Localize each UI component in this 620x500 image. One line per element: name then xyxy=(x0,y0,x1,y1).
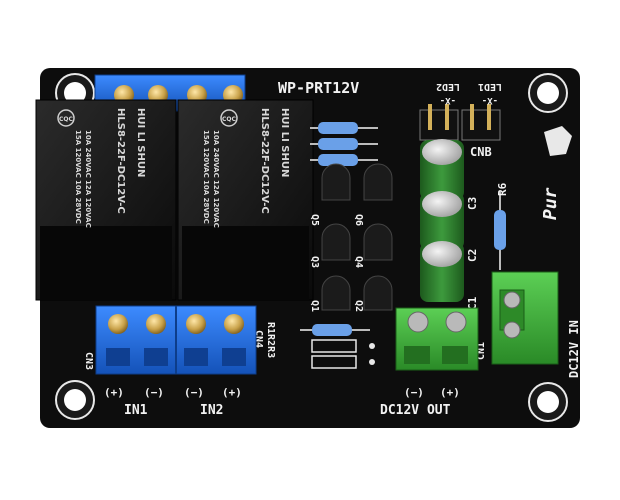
label-r1r2r3: R1R2R3 xyxy=(265,322,276,358)
capacitor-c3 xyxy=(420,139,464,200)
transistor-q4 xyxy=(363,223,393,261)
capacitor-c2 xyxy=(420,191,464,250)
svg-text:10A 28VDC: 10A 28VDC xyxy=(74,180,82,224)
label-in2-minus: (−) xyxy=(184,386,204,399)
relay-2-maker: HUI LI SHUN xyxy=(279,108,290,177)
label-q6: Q6 xyxy=(353,214,364,226)
label-led1-polarity: -X- xyxy=(482,95,498,105)
terminal-dc12v-out xyxy=(395,307,479,371)
svg-text:10A 240VAC: 10A 240VAC xyxy=(212,130,220,178)
label-led2: LED2 xyxy=(436,81,460,92)
relay-1: CQC HLS8-22F-DC12V-C HUI LI SHUN 10A 240… xyxy=(35,99,177,301)
label-q5: Q5 xyxy=(309,214,320,226)
svg-text:CQC: CQC xyxy=(59,116,74,123)
terminal-dc12v-in xyxy=(491,271,559,365)
label-led1: LED1 xyxy=(478,81,502,92)
relay-1-model: HLS8-22F-DC12V-C xyxy=(115,108,126,214)
label-q4: Q4 xyxy=(353,256,364,268)
label-cn4: CN4 xyxy=(253,330,264,348)
label-q3: Q3 xyxy=(309,256,320,268)
label-dc-out-minus: (−) xyxy=(404,386,424,399)
transistor-q3 xyxy=(321,223,351,261)
board-title: WP-PRT12V xyxy=(278,79,359,97)
svg-text:15A 120VAC: 15A 120VAC xyxy=(202,130,210,178)
label-in1-minus: (−) xyxy=(144,386,164,399)
terminal-block-inputs xyxy=(95,305,257,375)
label-led2-polarity: -X- xyxy=(440,95,456,105)
svg-text:12A 120VAC: 12A 120VAC xyxy=(212,180,220,228)
label-dc-out-plus: (+) xyxy=(440,386,460,399)
transistor-q1 xyxy=(321,275,351,311)
label-r6: R6 xyxy=(496,182,509,196)
mounting-hole-top-right xyxy=(528,73,568,113)
label-dc12v-out: DC12V OUT xyxy=(380,403,451,418)
resistor-array-top xyxy=(310,122,378,166)
label-dc12v-in: DC12V IN xyxy=(567,320,581,378)
resistor-array-bottom xyxy=(300,324,375,369)
svg-text:Pur: Pur xyxy=(540,187,561,220)
transistor-q2 xyxy=(363,275,393,311)
transistor-q5 xyxy=(321,163,351,201)
label-cnb: CNB xyxy=(470,145,492,159)
relay-2: CQC HLS8-22F-DC12V-C HUI LI SHUN 10A 240… xyxy=(177,99,314,301)
label-c2: C2 xyxy=(466,249,479,262)
label-cn3: CN3 xyxy=(83,352,94,370)
mounting-hole-bottom-left xyxy=(55,380,95,420)
relay-2-model: HLS8-22F-DC12V-C xyxy=(259,108,270,214)
led-headers xyxy=(419,104,501,141)
svg-text:10A 28VDC: 10A 28VDC xyxy=(202,180,210,224)
svg-text:15A 120VAC: 15A 120VAC xyxy=(74,130,82,178)
svg-text:12A 120VAC: 12A 120VAC xyxy=(84,180,92,228)
resistor-r6 xyxy=(494,192,506,270)
label-c3: C3 xyxy=(466,197,479,210)
svg-text:10A 240VAC: 10A 240VAC xyxy=(84,130,92,178)
label-c1: C1 xyxy=(466,296,479,310)
label-q1: Q1 xyxy=(309,300,320,312)
label-q2: Q2 xyxy=(353,300,364,312)
svg-text:CQC: CQC xyxy=(222,116,237,123)
label-cn1: CN1 xyxy=(476,342,487,360)
relay-1-maker: HUI LI SHUN xyxy=(135,108,146,177)
label-in1-plus: (+) xyxy=(104,386,124,399)
capacitor-c1 xyxy=(420,241,464,302)
label-in2: IN2 xyxy=(200,403,223,418)
mounting-hole-bottom-right xyxy=(528,382,568,422)
label-in1: IN1 xyxy=(124,403,148,418)
transistor-q6 xyxy=(363,163,393,201)
label-in2-plus: (+) xyxy=(222,386,242,399)
brand-logo: Pur xyxy=(540,126,572,220)
